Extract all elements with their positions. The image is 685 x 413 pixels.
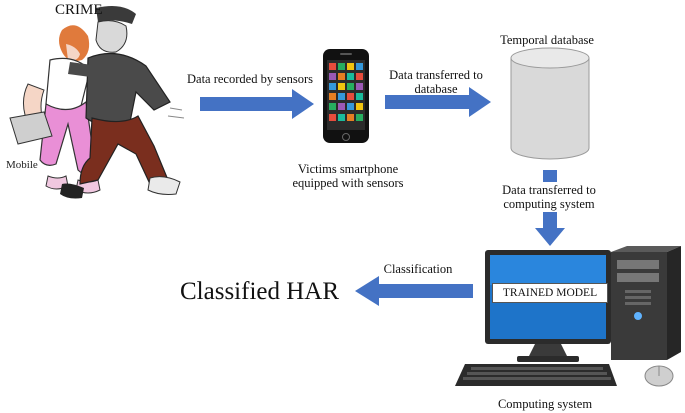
smartphone-caption: Victims smartphone equipped with sensors bbox=[292, 162, 404, 190]
database-label: Temporal database bbox=[500, 33, 594, 47]
crime-label: CRIME bbox=[55, 2, 103, 18]
classified-har-result: Classified HAR bbox=[180, 278, 340, 305]
arrow-to-smartphone bbox=[200, 89, 314, 119]
computer-icon bbox=[455, 246, 681, 387]
sensors-arrow-label: Data recorded by sensors bbox=[187, 72, 313, 86]
database-cylinder-icon bbox=[510, 47, 590, 160]
smartphone-icon bbox=[323, 49, 369, 143]
arrow-to-computer bbox=[543, 170, 557, 182]
mobile-label: Mobile bbox=[6, 159, 38, 171]
trained-model-label: TRAINED MODEL bbox=[492, 283, 608, 303]
crime-scene-illustration bbox=[9, 6, 185, 199]
computer-caption: Computing system bbox=[497, 397, 593, 411]
arrow-to-computer-head bbox=[535, 212, 565, 246]
arrow-to-database bbox=[385, 87, 491, 117]
arrow-to-result bbox=[355, 276, 473, 306]
database-arrow-label: Data transferred to database bbox=[389, 68, 483, 96]
computing-arrow-label: Data transferred to computing system bbox=[502, 183, 596, 211]
classification-label: Classification bbox=[383, 262, 453, 276]
